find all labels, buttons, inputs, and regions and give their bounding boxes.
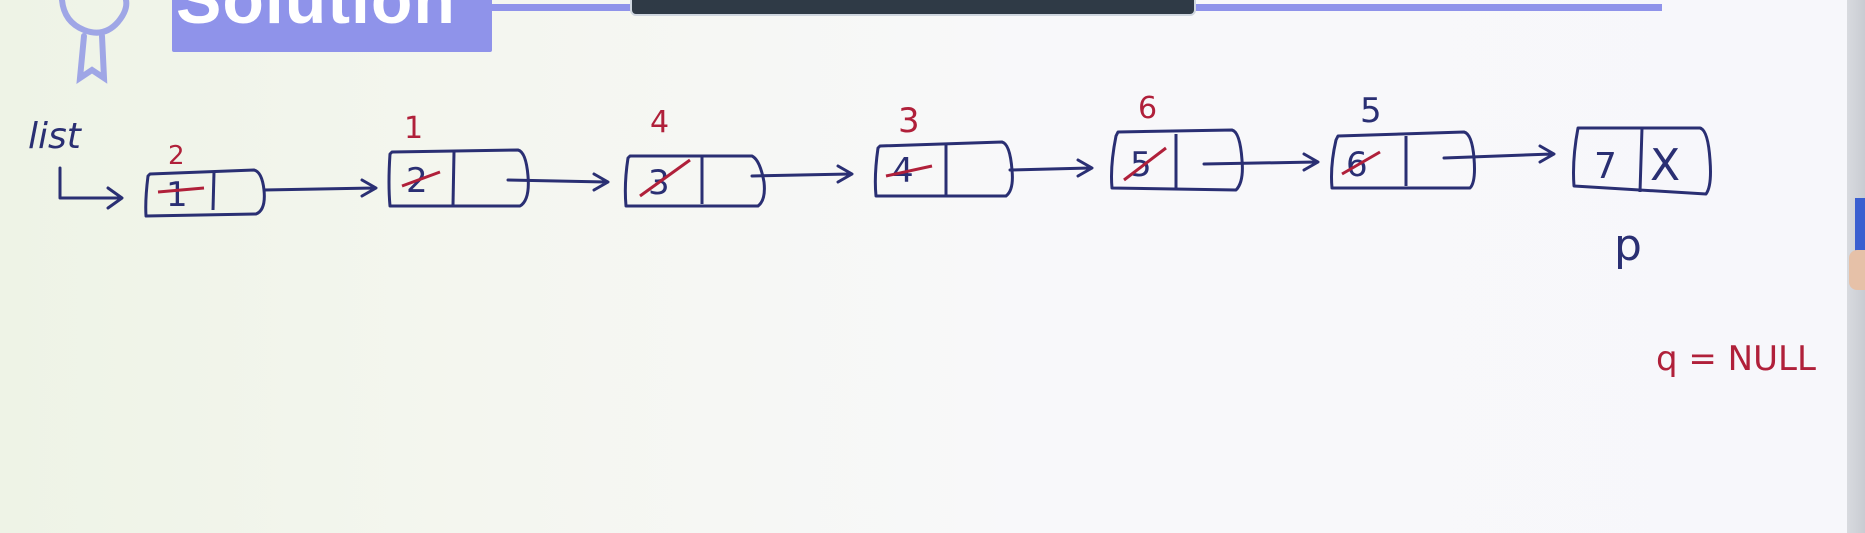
- next-arrow: [750, 164, 854, 184]
- list-node: 2 1: [387, 111, 530, 208]
- strike-mark: [1123, 146, 1167, 182]
- next-arrow: [1008, 158, 1094, 178]
- null-next-mark: X: [1650, 140, 1680, 191]
- node-old-value: 1: [166, 175, 188, 215]
- video-control-bar[interactable]: [630, 0, 1196, 16]
- strike-mark: [157, 186, 205, 194]
- next-arrow: [506, 172, 610, 192]
- edge-accent: [1855, 198, 1865, 268]
- node-new-value: 6: [1138, 91, 1157, 126]
- list-label: list: [28, 116, 83, 157]
- strike-mark: [1341, 150, 1381, 176]
- list-node: 6 5: [1330, 91, 1476, 190]
- node-old-value: 5: [1130, 145, 1152, 185]
- pointer-p-label: p: [1614, 220, 1642, 271]
- page-title: Solution: [176, 0, 456, 38]
- medal-icon: [59, 0, 130, 84]
- list-node: 3 4: [623, 105, 766, 208]
- next-arrow: [1442, 144, 1556, 164]
- node-new-value: 1: [404, 111, 423, 146]
- node-new-value: 5: [1360, 91, 1382, 131]
- next-arrow: [1202, 152, 1320, 172]
- next-arrow: [262, 178, 378, 198]
- list-node-last: 7 X: [1572, 126, 1712, 196]
- list-node: 1 2: [144, 141, 266, 218]
- title-banner: [172, 0, 492, 52]
- node-new-value: 4: [650, 105, 669, 140]
- list-node: 5 6: [1110, 91, 1244, 192]
- node-new-value: 2: [168, 141, 185, 171]
- q-null-statement: q = NULL: [1656, 339, 1816, 379]
- presenter-hand: [1849, 250, 1865, 290]
- strike-mark: [639, 158, 691, 198]
- list-node: 4 3: [873, 101, 1014, 198]
- node-value: 7: [1594, 146, 1617, 187]
- strike-mark: [885, 164, 933, 178]
- node-new-value: 3: [898, 101, 920, 141]
- list-pointer-arrow: [58, 166, 124, 210]
- strike-mark: [401, 170, 441, 188]
